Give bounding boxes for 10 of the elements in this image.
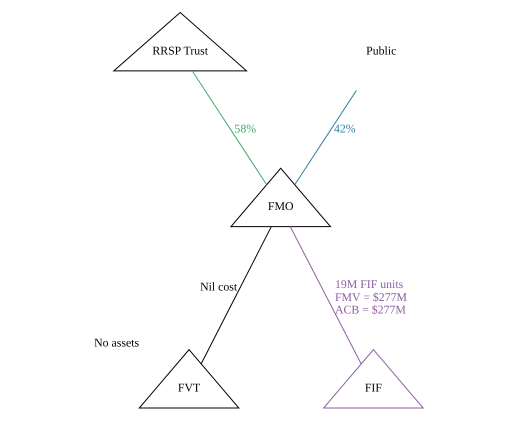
connector bbox=[191, 70, 267, 186]
edge-label: 58% bbox=[234, 121, 256, 136]
node-text: Public bbox=[366, 44, 396, 58]
node-label: No assets bbox=[94, 335, 139, 350]
connector bbox=[200, 226, 272, 364]
connector bbox=[294, 90, 356, 185]
connector bbox=[289, 226, 362, 364]
edge-label: 19M FIF units FMV = $277M ACB = $277M bbox=[334, 277, 407, 317]
edge-label: 42% bbox=[333, 121, 356, 136]
edge-label: Nil cost bbox=[200, 280, 237, 294]
